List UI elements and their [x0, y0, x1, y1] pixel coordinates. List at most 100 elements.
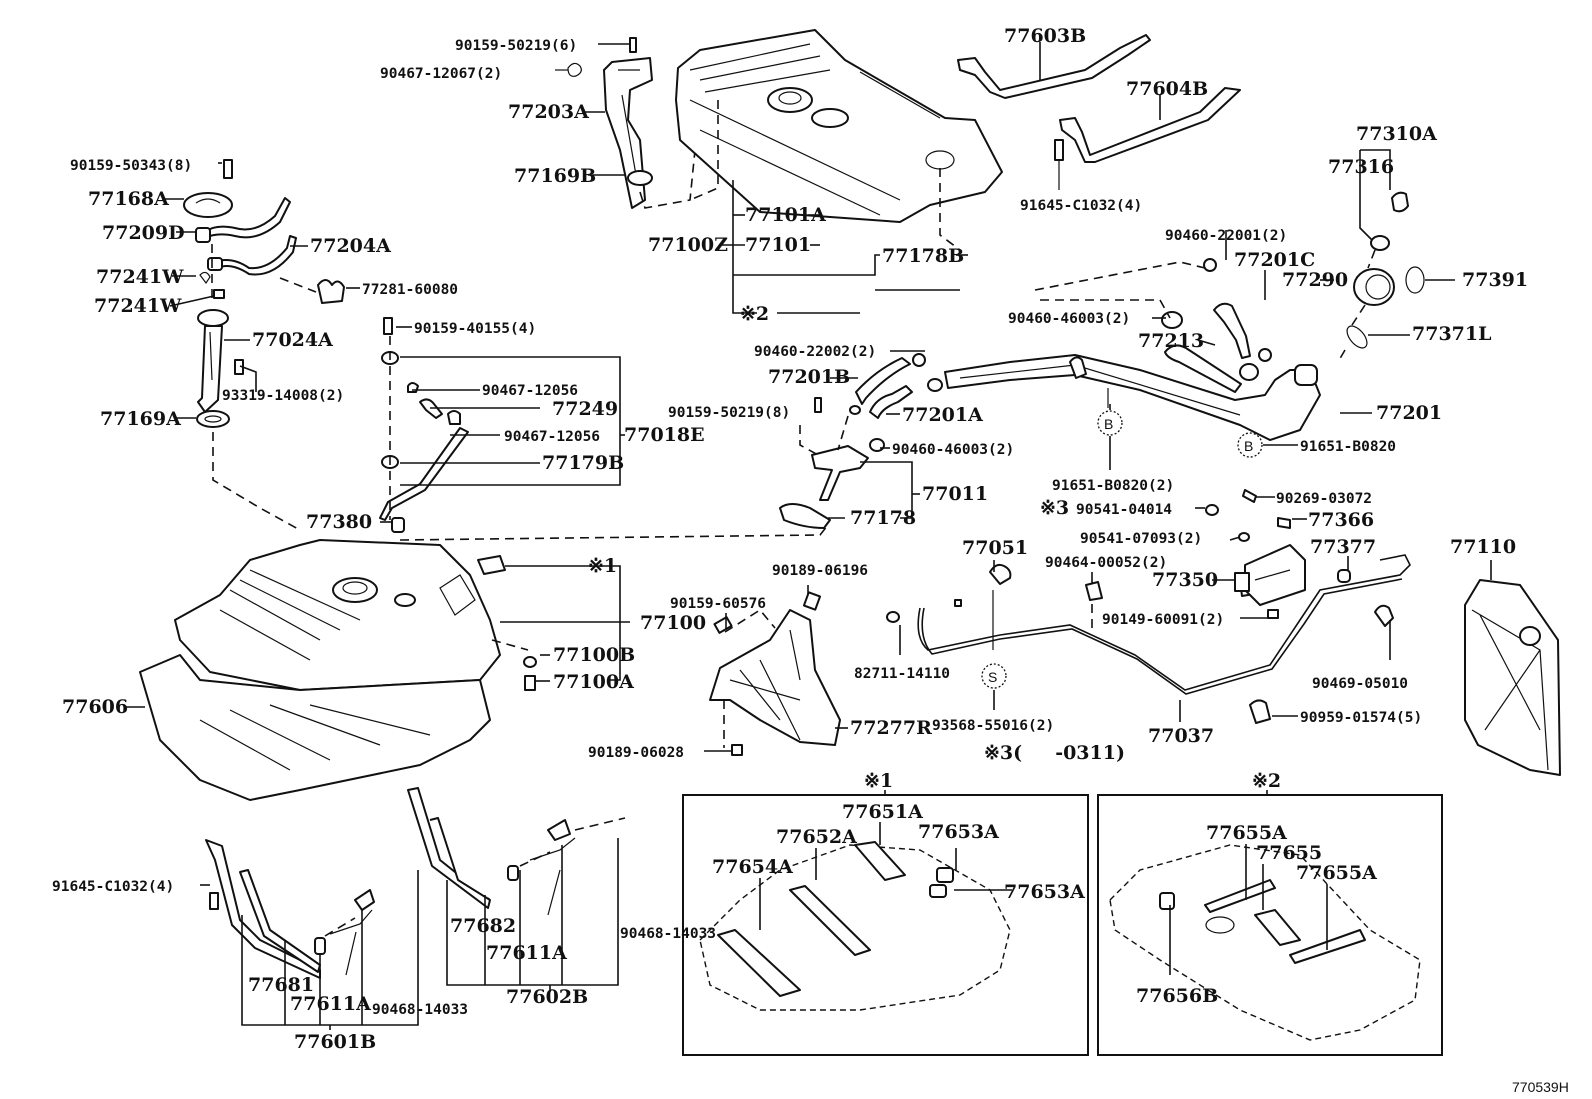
- label-90159-50343-8[interactable]: 90159-50343(8): [70, 158, 192, 174]
- label-77203A[interactable]: 77203A: [508, 101, 589, 123]
- label-77201B[interactable]: 77201B: [768, 366, 850, 388]
- label-90460-46003-2-top[interactable]: 90460-46003(2): [1008, 311, 1130, 327]
- label-77380[interactable]: 77380: [306, 511, 372, 533]
- label-77100A[interactable]: 77100A: [553, 671, 634, 693]
- label-90159-50219-6[interactable]: 90159-50219(6): [455, 38, 577, 54]
- label-77604B[interactable]: 77604B: [1126, 78, 1208, 100]
- label-77602B[interactable]: 77602B: [506, 986, 588, 1008]
- label-90467-12056-1[interactable]: 90467-12056: [482, 383, 578, 399]
- label-90464-00052-2[interactable]: 90464-00052(2): [1045, 555, 1167, 571]
- label-77611A-2[interactable]: 77611A: [486, 942, 567, 964]
- label-77018E[interactable]: 77018E: [624, 424, 705, 446]
- label-93319-14008-2[interactable]: 93319-14008(2): [222, 388, 344, 404]
- label-77249[interactable]: 77249: [552, 398, 618, 420]
- label-77281-60080[interactable]: 77281-60080: [362, 282, 458, 298]
- label-77100B[interactable]: 77100B: [553, 644, 635, 666]
- label-77654A[interactable]: 77654A: [712, 856, 793, 878]
- fuel-vapor-lines: [886, 554, 1411, 724]
- label-90959-01574-5[interactable]: 90959-01574(5): [1300, 710, 1422, 726]
- label-77100Z[interactable]: 77100Z: [648, 234, 728, 256]
- upper-tank-straps: [957, 34, 1241, 190]
- label-77051[interactable]: 77051: [962, 537, 1028, 559]
- label-77681[interactable]: 77681: [248, 974, 314, 996]
- label-77603B[interactable]: 77603B: [1004, 25, 1086, 47]
- label-77655A-2[interactable]: 77655A: [1296, 862, 1377, 884]
- label-91651-B0820-2[interactable]: 91651-B0820(2): [1052, 478, 1174, 494]
- label-77391[interactable]: 77391: [1462, 269, 1528, 291]
- label-90159-40155-4[interactable]: 90159-40155(4): [414, 321, 536, 337]
- detail-box-2: [1097, 794, 1443, 1056]
- label-90460-22001-2[interactable]: 90460-22001(2): [1165, 228, 1287, 244]
- label-note-2-top[interactable]: ※2: [740, 303, 769, 325]
- label-77037[interactable]: 77037: [1148, 725, 1214, 747]
- label-77653A-2[interactable]: 77653A: [1004, 881, 1085, 903]
- label-90269-03072[interactable]: 90269-03072: [1276, 491, 1372, 507]
- label-77213[interactable]: 77213: [1138, 330, 1204, 352]
- label-91651-B0820[interactable]: 91651-B0820: [1300, 439, 1396, 455]
- label-90541-07093-2[interactable]: 90541-07093(2): [1080, 531, 1202, 547]
- label-77656B[interactable]: 77656B: [1136, 985, 1218, 1007]
- label-90460-22002-2[interactable]: 90460-22002(2): [754, 344, 876, 360]
- label-90468-14033-2[interactable]: 90468-14033: [620, 926, 716, 942]
- label-77316[interactable]: 77316: [1328, 156, 1394, 178]
- label-77101A[interactable]: 77101A: [745, 204, 826, 226]
- label-90467-12056-2[interactable]: 90467-12056: [504, 429, 600, 445]
- label-77101[interactable]: 77101: [745, 234, 811, 256]
- reference-code: 770539H: [1512, 1079, 1569, 1095]
- label-box-2-title[interactable]: ※2: [1252, 770, 1281, 792]
- label-77204A[interactable]: 77204A: [310, 235, 391, 257]
- label-77277R[interactable]: 77277R: [850, 717, 932, 739]
- label-77168A[interactable]: 77168A: [88, 188, 169, 210]
- label-77682[interactable]: 77682: [450, 915, 516, 937]
- label-77653A-1[interactable]: 77653A: [918, 821, 999, 843]
- label-77655A-1[interactable]: 77655A: [1206, 822, 1287, 844]
- label-90469-05010[interactable]: 90469-05010: [1312, 676, 1408, 692]
- label-82711-14110[interactable]: 82711-14110: [854, 666, 950, 682]
- part-labels: 90159-50219(6) 90467-12067(2) 77203A 771…: [52, 25, 1569, 1095]
- label-77024A[interactable]: 77024A: [252, 329, 333, 351]
- label-90159-50219-8[interactable]: 90159-50219(8): [668, 405, 790, 421]
- label-77209D[interactable]: 77209D: [102, 222, 185, 244]
- label-77201[interactable]: 77201: [1376, 402, 1442, 424]
- label-note-3[interactable]: ※3: [1040, 497, 1069, 519]
- label-note-1-side[interactable]: ※1: [588, 555, 617, 577]
- label-77110[interactable]: 77110: [1450, 536, 1516, 558]
- label-note-3-range[interactable]: ※3( -0311): [984, 742, 1125, 764]
- label-77611A-1[interactable]: 77611A: [290, 993, 371, 1015]
- label-77179B[interactable]: 77179B: [542, 452, 624, 474]
- label-77651A[interactable]: 77651A: [842, 801, 923, 823]
- label-77310A[interactable]: 77310A: [1356, 123, 1437, 145]
- label-77169B[interactable]: 77169B: [514, 165, 596, 187]
- label-77241W-1[interactable]: 77241W: [96, 266, 184, 288]
- label-90189-06028[interactable]: 90189-06028: [588, 745, 684, 761]
- label-77377[interactable]: 77377: [1310, 536, 1376, 558]
- label-91645-C1032-4-top[interactable]: 91645-C1032(4): [1020, 198, 1142, 214]
- label-90467-12067-2[interactable]: 90467-12067(2): [380, 66, 502, 82]
- label-90468-14033-1[interactable]: 90468-14033: [372, 1002, 468, 1018]
- label-77366[interactable]: 77366: [1308, 509, 1374, 531]
- label-77350[interactable]: 77350: [1152, 569, 1218, 591]
- label-77169A[interactable]: 77169A: [100, 408, 181, 430]
- label-77290[interactable]: 77290: [1282, 269, 1348, 291]
- label-77178[interactable]: 77178: [850, 507, 916, 529]
- label-77100[interactable]: 77100: [640, 612, 706, 634]
- label-77371L[interactable]: 77371L: [1412, 323, 1491, 345]
- label-77011[interactable]: 77011: [922, 483, 988, 505]
- marker-B-2-label: B: [1244, 438, 1253, 454]
- label-90149-60091-2[interactable]: 90149-60091(2): [1102, 612, 1224, 628]
- label-77201C[interactable]: 77201C: [1234, 249, 1315, 271]
- label-90460-46003-2-mid[interactable]: 90460-46003(2): [892, 442, 1014, 458]
- label-box-1-title[interactable]: ※1: [864, 770, 893, 792]
- label-77606[interactable]: 77606: [62, 696, 128, 718]
- label-77241W-2[interactable]: 77241W: [94, 295, 182, 317]
- label-91645-C1032-4-bot[interactable]: 91645-C1032(4): [52, 879, 174, 895]
- label-77178B[interactable]: 77178B: [882, 245, 964, 267]
- label-90541-04014[interactable]: 90541-04014: [1076, 502, 1172, 518]
- label-90189-06196[interactable]: 90189-06196: [772, 563, 868, 579]
- label-77652A[interactable]: 77652A: [776, 826, 857, 848]
- label-77655[interactable]: 77655: [1256, 842, 1322, 864]
- label-90159-60576[interactable]: 90159-60576: [670, 596, 766, 612]
- label-77601B[interactable]: 77601B: [294, 1031, 376, 1053]
- label-93568-55016-2[interactable]: 93568-55016(2): [932, 718, 1054, 734]
- label-77201A[interactable]: 77201A: [902, 404, 983, 426]
